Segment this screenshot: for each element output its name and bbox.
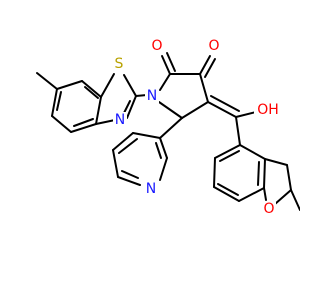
thiazole-nitrogen-label: N bbox=[115, 112, 125, 128]
pyridine-nitrogen-label: N bbox=[146, 181, 156, 197]
bond bbox=[70, 123, 97, 133]
bond bbox=[235, 111, 257, 118]
bond bbox=[181, 101, 209, 119]
bond bbox=[132, 132, 161, 139]
molecule-structure-diagram: S N N O O OH N O bbox=[36, 38, 300, 217]
bond bbox=[264, 158, 288, 166]
bond bbox=[214, 144, 241, 159]
bond bbox=[95, 119, 116, 125]
bond bbox=[159, 157, 168, 181]
carbonyl-oxygen-1-label: O bbox=[151, 38, 162, 54]
bond bbox=[263, 187, 267, 201]
bond bbox=[123, 74, 137, 97]
furan-oxygen-label: O bbox=[263, 201, 274, 217]
bond bbox=[210, 95, 240, 112]
bond bbox=[263, 158, 266, 189]
bond bbox=[161, 55, 171, 75]
bond bbox=[274, 189, 292, 205]
bond bbox=[217, 183, 239, 196]
bond bbox=[159, 117, 183, 139]
bond bbox=[204, 58, 216, 78]
bond bbox=[117, 176, 141, 186]
bond bbox=[213, 186, 240, 202]
bond bbox=[100, 73, 115, 98]
bonds bbox=[36, 52, 300, 211]
bond bbox=[239, 144, 266, 160]
bond bbox=[112, 132, 134, 151]
bond bbox=[95, 96, 102, 125]
bond bbox=[290, 189, 300, 211]
bond bbox=[207, 101, 237, 118]
bond bbox=[166, 52, 176, 72]
bond bbox=[199, 73, 209, 103]
bond bbox=[158, 101, 183, 119]
bond bbox=[36, 72, 58, 90]
atom-labels: S N N O O OH N O bbox=[112, 38, 280, 217]
bond bbox=[51, 88, 58, 117]
bond bbox=[235, 116, 241, 146]
bond bbox=[238, 187, 265, 202]
pyrrolidine-nitrogen-label: N bbox=[147, 88, 157, 104]
bond bbox=[126, 95, 137, 119]
bond bbox=[81, 80, 102, 98]
bond bbox=[112, 149, 119, 178]
bond bbox=[121, 170, 139, 179]
bond bbox=[56, 91, 62, 111]
bond bbox=[159, 73, 171, 91]
bond bbox=[257, 161, 260, 186]
bond bbox=[199, 55, 211, 75]
bond bbox=[286, 164, 292, 191]
bond bbox=[213, 157, 216, 188]
bond bbox=[73, 118, 94, 127]
bond bbox=[219, 150, 240, 162]
bond bbox=[155, 142, 162, 159]
bond bbox=[84, 86, 99, 99]
bond bbox=[51, 115, 72, 133]
bond bbox=[56, 80, 83, 90]
sulfur-atom-label: S bbox=[115, 56, 124, 72]
bond bbox=[118, 138, 138, 154]
hydroxyl-label: OH bbox=[257, 102, 279, 118]
carbonyl-oxygen-2-label: O bbox=[208, 38, 219, 54]
bond bbox=[159, 137, 168, 159]
